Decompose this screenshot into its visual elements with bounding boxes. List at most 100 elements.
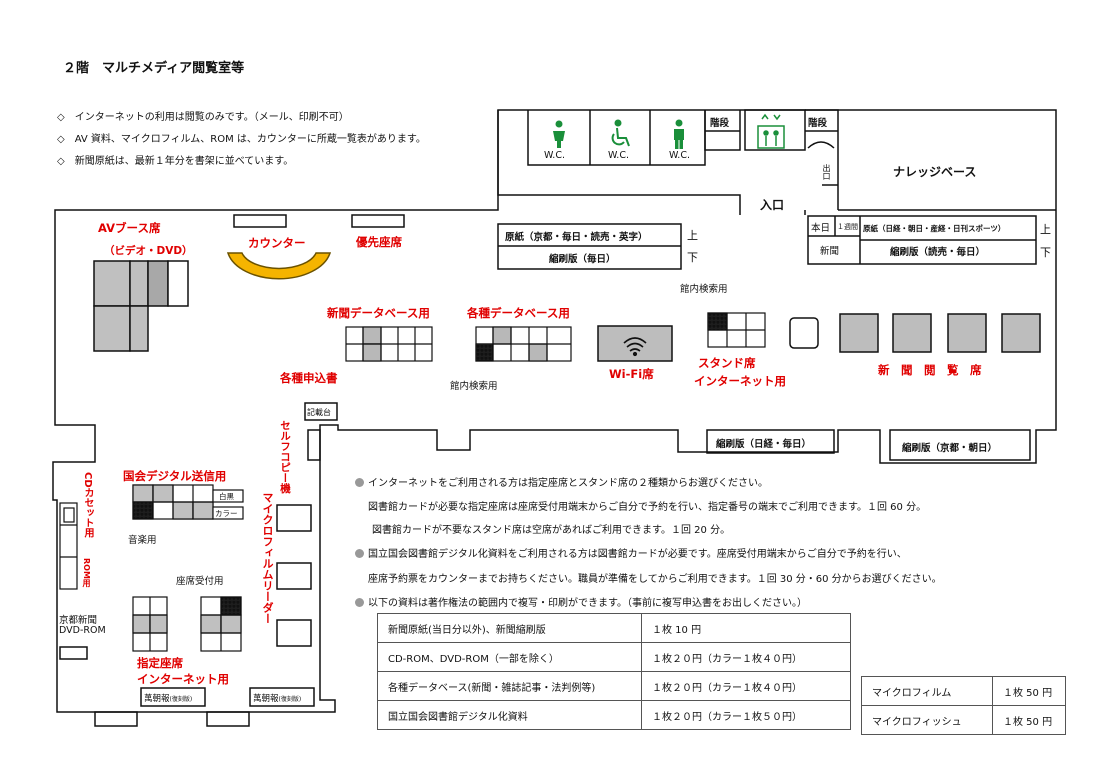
reception-label: 座席受付用 [176,576,224,587]
yorozu-label-1: 萬朝報(復刻版) [144,694,193,704]
opac-top-label: 館内検索用 [680,284,728,295]
reading-tables [839,313,1041,353]
opac-bottom-label: 館内検索用 [450,381,498,392]
color-label: カラー [215,509,238,518]
forms-label: 各種申込書 [280,371,338,385]
wheelchair-icon [611,119,630,147]
various-db-label: 各種データベース用 [467,306,570,320]
desk [304,402,338,421]
reading-label: 新 聞 閲 覧 席 [878,363,982,377]
info-line-2: 図書館カードが必要な指定座席は座席受付用端末からご自分で予約を行い、指定番号の端… [368,502,927,513]
info-line-1: インターネットをご利用される方は指定座席とスタンド席の２種類からお選びください。 [355,474,768,489]
price-item: マイクロフィッシュ [861,705,993,735]
bullet-icon [355,598,364,607]
yorozu-label-2: 萬朝報(復刻版) [253,694,302,704]
info-line-5: 座席予約票をカウンターまでお持ちください。職員が準備をしてからご利用できます。１… [368,574,942,585]
stairs-label-1: 階段 [710,118,730,129]
elevator-icon [757,113,785,149]
outer-wall [52,109,1057,713]
av-booth-sub-label: （ビデオ・DVD） [104,245,193,257]
pillar [789,317,819,349]
price-value: １枚 10 円 [641,613,851,643]
microfilm-readers [276,504,312,647]
designated-label-1: 指定座席 [137,656,183,670]
note-3: ◇ 新聞原紙は、最新１年分を書架に並べています。 [57,156,294,167]
bullet-icon [355,478,364,487]
elevator [744,109,806,151]
upper-label-2: 上 [1040,223,1051,236]
desk-label: 記載台 [307,408,331,417]
wc-label-2: W.C. [608,150,629,161]
price-value: １枚２０円（カラー１枚４０円） [641,642,851,672]
rom-label: ROM用 [82,558,91,587]
info-line-6: 以下の資料は著作権法の範囲内で複写・印刷ができます。（事前に複写申込書をお出しく… [355,594,807,609]
exit-label: 出口 [822,164,831,180]
price-value: １枚２０円（カラー１枚４０円） [641,671,851,701]
shelf-kyoto-label: 縮刷版（京都・朝日） [902,443,998,454]
wc-label-1: W.C. [544,150,565,161]
wifi-label: Wi-Fi席 [609,367,654,381]
stand-seats [707,312,766,348]
entrance-label: 入口 [760,198,785,212]
stand-label-2: インターネット用 [694,374,786,388]
today-label: 本日 [811,223,831,234]
wifi-icon [623,337,647,357]
table-row: CD-ROM、DVD-ROM（一部を除く）１枚２０円（カラー１枚４０円） [377,642,851,672]
yorozu-box-2 [249,687,315,707]
kyoto-dvd-label-2: DVD-ROM [59,625,106,636]
shelf-kyoto-box [889,429,1031,461]
copier-box [307,429,321,461]
kyoto-dvd-label-1: 京都新聞 [59,615,98,626]
counter-arc [226,252,332,280]
priority-shelf [351,214,405,228]
news-db-seats [345,326,433,362]
lower-label-2: 下 [1040,246,1051,259]
info-line-4: 国立国会図書館デジタル化資料をご利用される方は図書館カードが必要です。座席受付用… [355,545,907,560]
designated-label-2: インターネット用 [137,672,229,686]
av-booth-label: AVブース席 [98,221,161,235]
bottom-box-2 [206,711,250,727]
note-1: ◇ インターネットの利用は閲覧のみです。（メール、印刷不可） [57,112,349,123]
microfilm-reader-label: マイクロフィルムリーダー [261,492,274,624]
price-item: マイクロフィルム [861,676,993,706]
counter-shelf [233,214,287,228]
newspaper-label: 新聞 [820,246,840,257]
stairs-label-2: 階段 [808,118,828,129]
counter-label: カウンター [248,236,306,250]
note-2: ◇ AV 資料、マイクロフィルム、ROM は、カウンターに所蔵一覧表があります。 [57,134,426,145]
shelf-reduced-top-label: 縮刷版（毎日） [549,254,616,265]
shelf-originals-right-label: 原紙（日経・朝日・産経・日刊スポーツ） [863,224,1006,233]
cd-shelves [59,502,78,590]
bottom-box-1 [94,711,138,727]
stand-label-1: スタンド席 [698,356,756,370]
music-label: 音楽用 [128,535,157,546]
price-item: 各種データベース(新聞・雑誌記事・法判例等) [377,671,642,701]
shelf-nikkei-box [706,429,835,454]
priority-label: 優先座席 [356,235,402,249]
page-title: ２階 マルチメディア閲覧室等 [63,61,245,76]
stairs-2 [805,109,839,150]
price-item: CD-ROM、DVD-ROM（一部を除く） [377,642,642,672]
yorozu-box-1 [140,687,206,707]
info-line-3: 図書館カードが不要なスタンド席は空席があればご利用できます。１回 20 分。 [372,525,731,536]
entrance-wall [739,210,806,215]
dvd-shelf [59,646,88,660]
price-item: 国立国会図書館デジタル化資料 [377,700,642,730]
price-value: １枚２０円（カラー１枚５０円） [641,700,851,730]
shelf-reduced-right-label: 縮刷版（読売・毎日） [890,247,986,258]
stairs-1 [704,110,741,151]
upper-label-1: 上 [687,229,698,242]
bullet-icon [355,549,364,558]
various-db-seats [475,326,572,362]
shelf-originals-label: 原紙（京都・毎日・読売・英字） [505,232,648,243]
male-icon [674,119,684,149]
restroom-block [497,110,741,210]
news-db-label: 新聞データベース用 [327,306,430,320]
